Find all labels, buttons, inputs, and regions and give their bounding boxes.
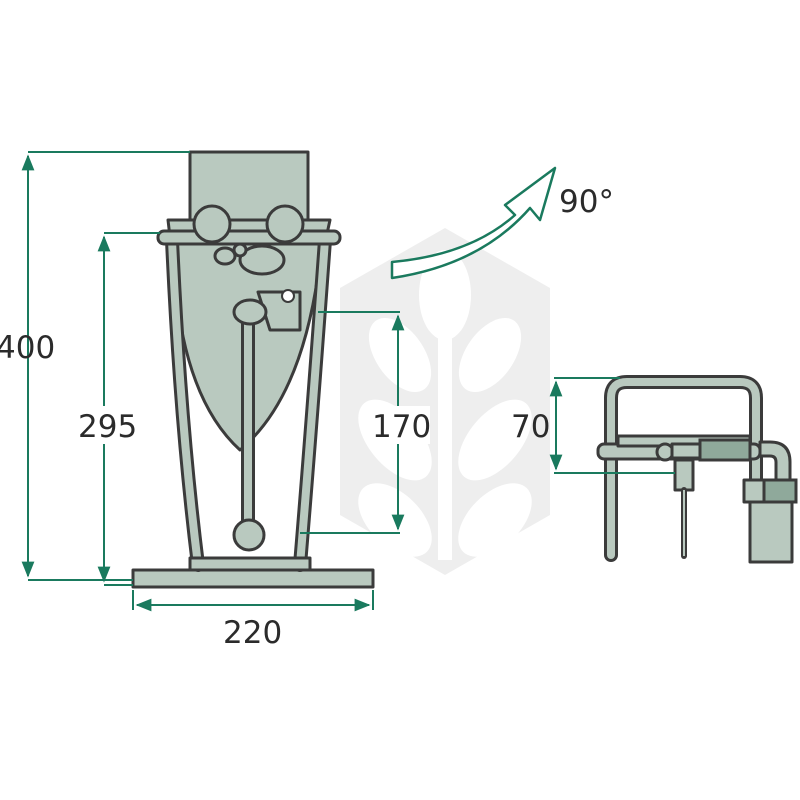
dim-upper-height-label: 295 <box>78 409 137 445</box>
right-knob <box>265 204 305 244</box>
dim-base-width-label: 220 <box>223 615 282 651</box>
watermark-logo <box>340 228 550 575</box>
crank-knob <box>232 518 266 552</box>
cross-bar <box>156 229 342 246</box>
clamp-side-view <box>596 375 798 564</box>
left-knob <box>192 204 232 244</box>
dim-clamp-height-label: 70 <box>511 409 550 445</box>
dim-base-width <box>132 590 374 612</box>
base-plate <box>131 568 375 589</box>
dim-mid-height-label: 170 <box>372 409 431 445</box>
dim-total-height <box>21 151 190 581</box>
dim-clamp-height <box>549 377 675 474</box>
jack-stand-front-view <box>131 150 375 589</box>
crank-head <box>232 298 268 326</box>
rotation-label: 90° <box>559 184 614 220</box>
dim-total-height-label: 400 <box>0 330 55 366</box>
rotation-arrow <box>390 166 557 280</box>
